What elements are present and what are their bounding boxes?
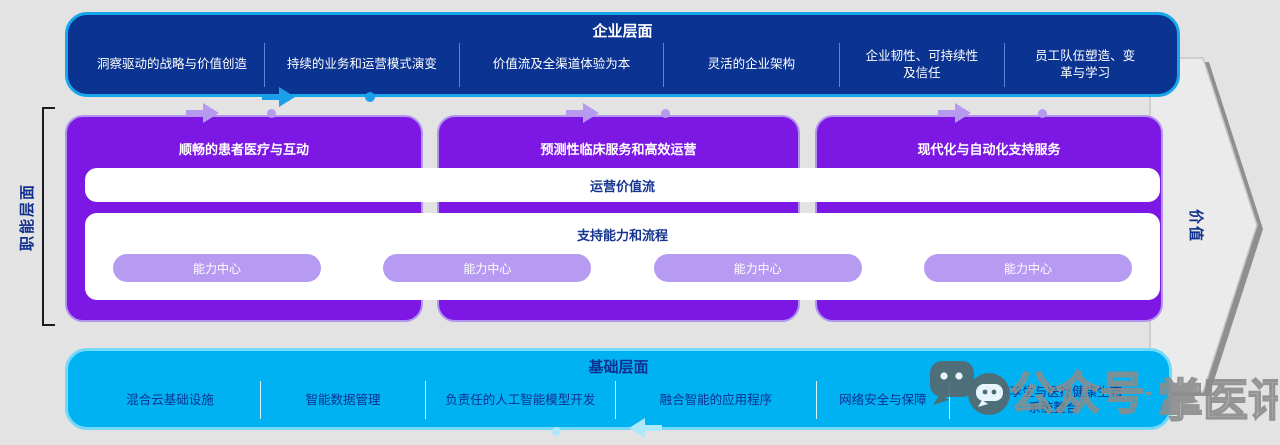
foundation-items-row: 混合云基础设施 智能数据管理 负责任的人工智能模型开发 融合智能的应用程序 网络… xyxy=(68,377,1169,427)
functional-box-title: 现代化与自动化支持服务 xyxy=(917,142,1061,157)
enterprise-item: 持续的业务和运营模式演变 xyxy=(286,57,437,72)
divider xyxy=(838,42,840,87)
divider xyxy=(1004,42,1006,87)
flow-dot xyxy=(552,427,561,436)
flow-arrow-purple-icon xyxy=(186,102,220,129)
foundation-level-title: 基础层面 xyxy=(588,359,649,376)
foundation-item: 融合智能的应用程序 xyxy=(659,392,773,407)
enterprise-items-row: 洞察驱动的战略与价值创造 持续的业务和运营模式演变 价值流及全渠道体验为本 灵活… xyxy=(68,41,1177,94)
enterprise-item: 企业韧性、可持续性 及信任 xyxy=(865,49,979,80)
flow-dot xyxy=(267,109,276,118)
capability-center-pill: 能力中心 xyxy=(923,254,1132,282)
flow-arrow-purple-icon xyxy=(938,102,972,129)
flow-dot xyxy=(1038,109,1047,118)
flow-arrow-purple-icon xyxy=(566,102,600,129)
operational-value-stream-bar: 运营价值流 xyxy=(85,168,1160,202)
capability-centers-row: 能力中心 能力中心 能力中心 能力中心 xyxy=(85,244,1160,282)
watermark-text2: 掌医讯 xyxy=(1158,375,1278,426)
divider xyxy=(816,381,818,419)
capability-center-pill: 能力中心 xyxy=(383,254,592,282)
functional-box-title: 预测性临床服务和高效运营 xyxy=(540,142,697,157)
watermark-separator: - xyxy=(1144,376,1153,406)
enterprise-item: 员工队伍塑造、变 革与学习 xyxy=(1035,49,1136,80)
divider xyxy=(260,381,262,419)
support-capabilities-title: 支持能力和流程 xyxy=(576,228,668,243)
divider xyxy=(424,381,426,419)
functional-box-title: 顺畅的患者医疗与互动 xyxy=(178,142,309,157)
watermark: 公众号 - 掌医讯 xyxy=(922,356,1280,436)
support-capabilities-bar: 支持能力和流程 能力中心 能力中心 能力中心 能力中心 xyxy=(85,213,1160,300)
foundation-item: 负责任的人工智能模型开发 xyxy=(445,392,596,407)
flow-dot xyxy=(365,92,375,102)
value-arrow-body xyxy=(1149,57,1258,393)
value-label: 价值 xyxy=(1187,208,1204,243)
enterprise-item: 洞察驱动的战略与价值创造 xyxy=(97,57,248,72)
watermark-text: 公众号 xyxy=(1010,368,1145,419)
functional-level-label: 职能层面 xyxy=(19,183,36,252)
functional-bracket xyxy=(42,107,55,326)
divider xyxy=(614,381,616,419)
flow-arrow-blue-icon xyxy=(262,86,296,113)
divider xyxy=(264,42,266,87)
flow-arrow-cyan-left-icon xyxy=(628,417,662,444)
enterprise-item: 灵活的企业架构 xyxy=(707,57,796,72)
foundation-item: 数字孪生与医疗健康生态 系统整合 xyxy=(984,384,1123,415)
divider xyxy=(663,42,665,87)
wechat-icon xyxy=(930,361,1010,415)
enterprise-item: 价值流及全渠道体验为本 xyxy=(492,57,631,72)
capability-center-pill: 能力中心 xyxy=(113,254,321,282)
foundation-item: 智能数据管理 xyxy=(305,392,381,407)
capability-center-pill: 能力中心 xyxy=(653,254,862,282)
foundation-item: 网络安全与保障 xyxy=(839,392,927,407)
enterprise-level-title: 企业层面 xyxy=(592,23,653,40)
flow-dot xyxy=(661,109,670,118)
divider xyxy=(458,42,460,87)
divider xyxy=(948,381,950,419)
foundation-item: 混合云基础设施 xyxy=(126,392,214,407)
enterprise-level-bar: 企业层面 洞察驱动的战略与价值创造 持续的业务和运营模式演变 价值流及全渠道体验… xyxy=(65,12,1180,97)
